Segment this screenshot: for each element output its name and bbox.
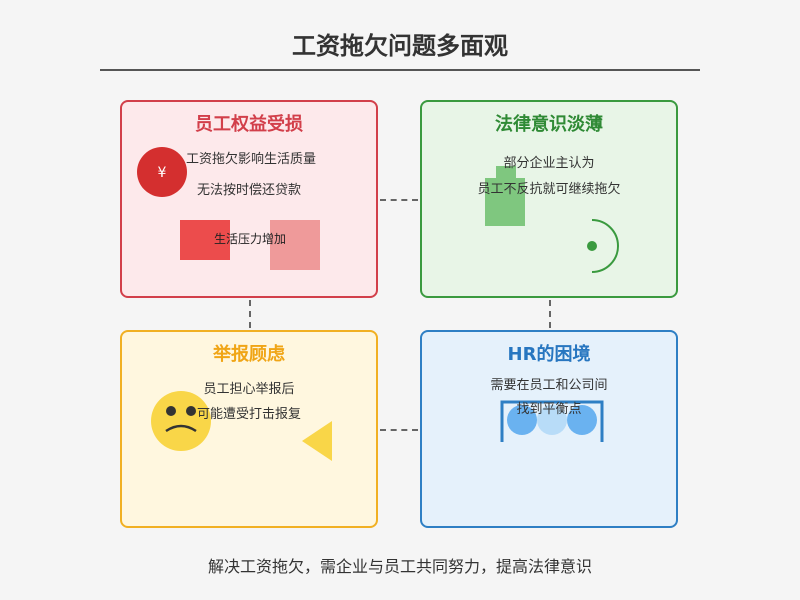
connector-bottom bbox=[380, 429, 418, 431]
scale-icon bbox=[587, 219, 619, 273]
employee-rights-line1: 工资拖欠影响生活质量 bbox=[185, 152, 316, 167]
reporting-concern-box: 举报顾虑 员工担心举报后 可能遭受打击报复 bbox=[120, 330, 378, 528]
legal-awareness-line2: 员工不反抗就可继续拖欠 bbox=[477, 182, 621, 197]
employee-rights-box: 员工权益受损 ¥ 工资拖欠影响生活质量 无法按时偿还贷款 生活压力增加 bbox=[120, 100, 378, 298]
coin-symbol: ¥ bbox=[158, 165, 167, 181]
pressure-block-light bbox=[270, 220, 320, 270]
page-title: 工资拖欠问题多面观 bbox=[292, 32, 508, 60]
reporting-concern-line2: 可能遭受打击报复 bbox=[196, 407, 301, 422]
title-divider bbox=[100, 69, 700, 71]
pressure-block-dark bbox=[180, 220, 230, 260]
employee-rights-line2: 无法按时偿还贷款 bbox=[196, 183, 301, 198]
employee-rights-heading: 员工权益受损 bbox=[195, 114, 303, 135]
connector-top bbox=[380, 199, 418, 201]
document-icon bbox=[485, 166, 525, 226]
hr-dilemma-line1: 需要在员工和公司间 bbox=[490, 378, 608, 393]
legal-awareness-box: 法律意识淡薄 部分企业主认为 员工不反抗就可继续拖欠 bbox=[420, 100, 678, 298]
reporting-concern-line1: 员工担心举报后 bbox=[203, 382, 295, 397]
hr-dilemma-line2: 找到平衡点 bbox=[516, 402, 582, 417]
balance-icon bbox=[500, 400, 604, 442]
reporting-concern-heading: 举报顾虑 bbox=[213, 344, 285, 365]
coin-icon: ¥ bbox=[137, 147, 187, 197]
legal-awareness-heading: 法律意识淡薄 bbox=[495, 114, 603, 135]
connector-left bbox=[249, 300, 251, 328]
footer-note: 解决工资拖欠，需企业与员工共同努力，提高法律意识 bbox=[207, 557, 592, 576]
legal-awareness-line1: 部分企业主认为 bbox=[503, 156, 595, 171]
connector-right bbox=[549, 300, 551, 328]
worried-face-icon bbox=[151, 391, 211, 451]
hr-dilemma-box: HR的困境 需要在员工和公司间 找到平衡点 bbox=[420, 330, 678, 528]
warning-triangle-icon bbox=[302, 421, 332, 461]
pressure-label: 生活压力增加 bbox=[213, 232, 286, 246]
hr-dilemma-heading: HR的困境 bbox=[507, 344, 591, 365]
